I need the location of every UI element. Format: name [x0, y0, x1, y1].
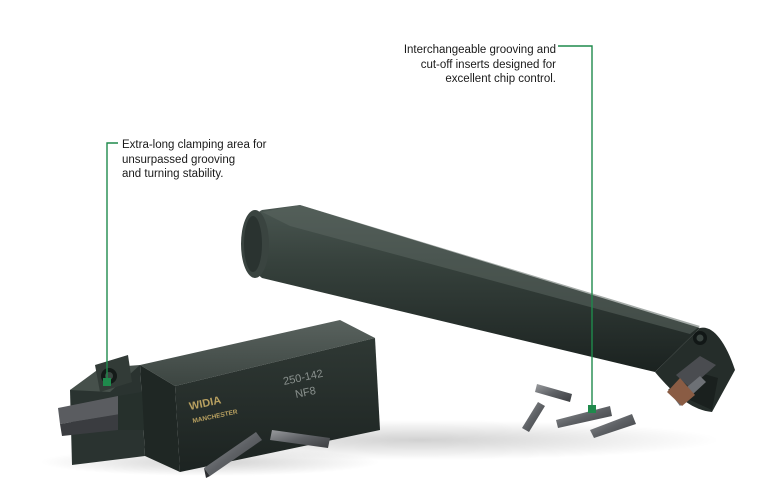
boring-bar	[241, 205, 735, 412]
insert	[556, 406, 612, 428]
insert	[204, 432, 262, 478]
insert	[522, 402, 545, 432]
leader-anchor-left	[103, 378, 111, 386]
insert	[590, 414, 636, 438]
leader-anchor-right	[588, 405, 596, 413]
callout-line: and turning stability.	[122, 168, 224, 180]
callout-line: Extra-long clamping area for	[122, 139, 267, 151]
callout-clamping: Extra-long clamping area for unsurpassed…	[122, 138, 266, 182]
leader-line-right	[558, 45, 593, 408]
insert	[535, 384, 572, 402]
loose-inserts	[204, 384, 636, 478]
toolholder: WIDIA MANCHESTER 250-142 NF8	[58, 320, 380, 472]
tool-code-line2: NF8	[294, 385, 317, 401]
leader-lines	[103, 45, 596, 413]
callout-line: Interchangeable grooving and	[403, 44, 556, 56]
callout-inserts: Interchangeable grooving and cut-off ins…	[404, 43, 556, 87]
callout-line: excellent chip control.	[445, 73, 556, 85]
insert	[270, 430, 330, 448]
callout-line: unsurpassed grooving	[122, 153, 236, 166]
callout-line: cut-off inserts designed for	[420, 58, 556, 71]
leader-line-left	[106, 142, 118, 380]
